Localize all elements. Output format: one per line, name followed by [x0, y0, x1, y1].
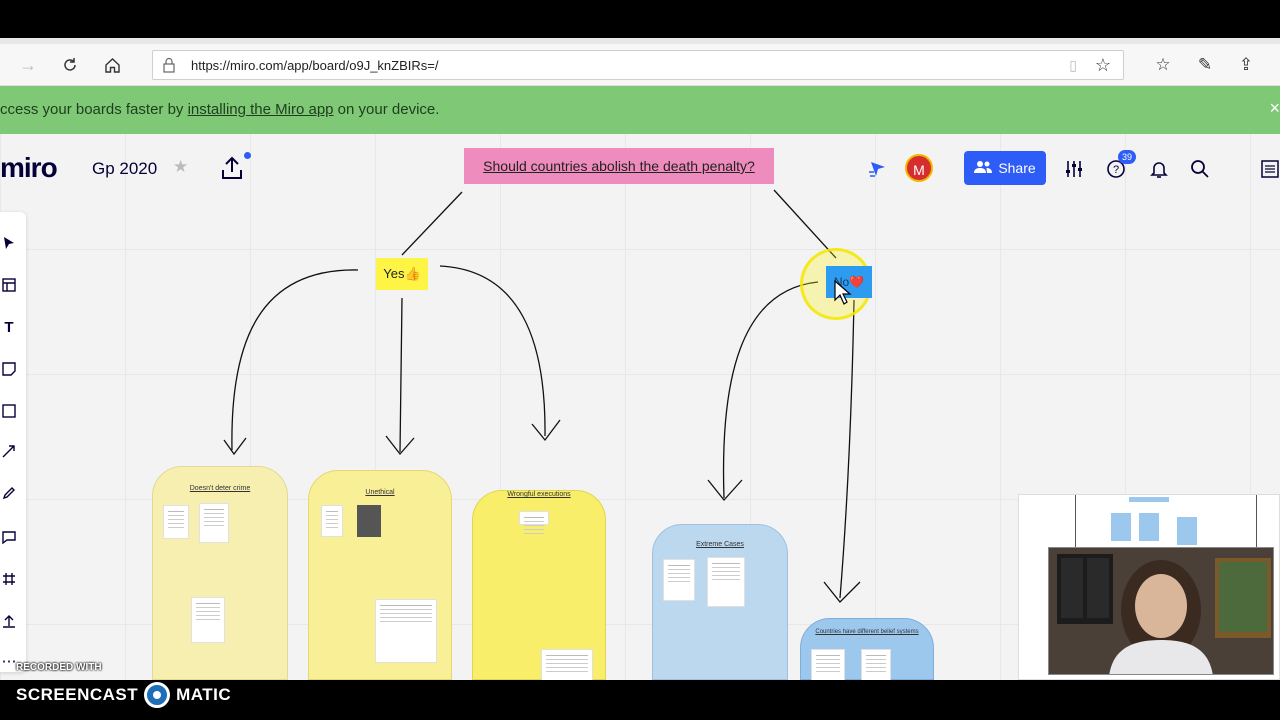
category-doesnt-deter-crime[interactable]: Doesn't deter crime — [152, 466, 288, 680]
notifications-count-badge: 39 — [1118, 150, 1136, 164]
banner-text-before: ccess your boards faster by — [0, 101, 188, 118]
question-sticky-note[interactable]: Should countries abolish the death penal… — [464, 148, 774, 184]
yes-sticky-note[interactable]: Yes👍 — [376, 258, 428, 290]
recorder-bar — [0, 680, 1280, 720]
category-title: Unethical — [365, 489, 395, 496]
select-cursor-icon[interactable] — [0, 234, 18, 252]
pen-tool-icon[interactable] — [0, 484, 18, 502]
document-thumbnail[interactable] — [321, 505, 343, 537]
document-thumbnail[interactable] — [541, 649, 593, 681]
category-wrongful-executions[interactable]: Wrongful executions — [472, 490, 606, 681]
search-icon[interactable] — [1188, 157, 1212, 181]
document-thumbnail[interactable] — [163, 505, 189, 539]
category-title: Doesn't deter crime — [189, 485, 251, 492]
logo-text-right: MATIC — [176, 685, 232, 704]
reading-view-icon[interactable]: ▯ — [1069, 57, 1077, 73]
avatar[interactable]: M — [905, 154, 933, 182]
text-tool-icon[interactable]: T — [4, 318, 14, 336]
browser-toolbar: → https://miro.com/app/board/o9J_knZBIRs… — [0, 44, 1280, 86]
recorded-with-label: RECORDED WITH — [16, 662, 102, 673]
refresh-icon[interactable] — [58, 53, 82, 77]
share-page-icon[interactable]: ⇪ — [1238, 55, 1254, 74]
favorites-icon[interactable]: ☆ — [1155, 55, 1171, 74]
left-toolbar: T ⋯ — [0, 212, 26, 672]
board-menu-icon[interactable] — [1258, 157, 1280, 181]
category-unethical[interactable]: Unethical — [308, 470, 452, 680]
tab-strip — [0, 38, 1280, 44]
category-title: Wrongful executions — [507, 491, 571, 498]
document-thumbnail[interactable] — [707, 557, 745, 607]
document-thumbnail[interactable] — [519, 511, 549, 525]
upload-icon[interactable] — [0, 612, 18, 630]
category-different-belief-systems[interactable]: Countries have different belief systems — [800, 618, 934, 681]
category-title: Extreme Cases — [696, 541, 744, 548]
address-bar[interactable]: https://miro.com/app/board/o9J_knZBIRs=/… — [152, 50, 1124, 80]
logo-text-left: SCREENCAST — [16, 685, 139, 704]
webcam-overlay — [1048, 547, 1274, 675]
minimap-viewport[interactable] — [1075, 495, 1257, 551]
minimap-item — [1129, 497, 1169, 502]
os-title-bar — [0, 0, 1280, 38]
mouse-cursor-icon — [834, 280, 852, 305]
frame-icon[interactable] — [0, 570, 18, 588]
screencast-o-matic-logo: SCREENCAST MATIC — [16, 682, 231, 708]
pen-icon[interactable]: ✎ — [1197, 55, 1213, 74]
category-title: Countries have different belief systems — [815, 629, 919, 635]
forward-icon[interactable]: → — [19, 54, 37, 75]
home-icon[interactable] — [100, 53, 124, 77]
templates-icon[interactable] — [0, 276, 18, 294]
users-icon — [974, 160, 993, 177]
document-thumbnail[interactable] — [861, 649, 891, 681]
share-button[interactable]: Share — [964, 151, 1046, 185]
favorite-star-icon[interactable]: ☆ — [1094, 55, 1111, 75]
record-icon — [144, 682, 171, 708]
lock-icon — [163, 57, 177, 73]
svg-text:?: ? — [1113, 164, 1119, 176]
board-name[interactable]: Gp 2020 — [92, 159, 158, 178]
help-icon[interactable]: ? — [1104, 157, 1128, 181]
category-extreme-cases[interactable]: Extreme Cases — [652, 524, 788, 680]
sticky-note-icon[interactable] — [0, 360, 18, 378]
star-icon[interactable]: ★ — [173, 157, 189, 176]
follow-cursor-icon[interactable] — [866, 157, 890, 181]
image-thumbnail[interactable] — [357, 505, 381, 537]
shape-tool-icon[interactable] — [0, 402, 18, 420]
document-thumbnail[interactable] — [375, 599, 437, 663]
document-thumbnail[interactable] — [191, 597, 225, 643]
webcam-person-image — [1049, 548, 1273, 674]
settings-sliders-icon[interactable] — [1062, 157, 1086, 181]
minimap-item — [1139, 513, 1159, 541]
document-thumbnail[interactable] — [199, 503, 229, 543]
install-app-link[interactable]: installing the Miro app — [187, 101, 334, 118]
share-label: Share — [998, 160, 1036, 176]
banner-text: ccess your boards faster by installing t… — [0, 101, 439, 118]
document-thumbnail[interactable] — [663, 559, 695, 601]
url-text[interactable]: https://miro.com/app/board/o9J_knZBIRs=/ — [191, 58, 439, 73]
bell-icon[interactable] — [1147, 157, 1171, 181]
notification-dot — [244, 152, 251, 159]
install-app-banner: ccess your boards faster by installing t… — [0, 86, 1280, 134]
comment-icon[interactable] — [0, 528, 18, 546]
banner-text-after: on your device. — [333, 101, 440, 118]
document-thumbnail[interactable] — [811, 649, 845, 681]
connection-line-icon[interactable] — [0, 442, 18, 460]
miro-logo[interactable]: miro — [0, 152, 58, 183]
minimap-item — [1111, 513, 1131, 541]
minimap-item — [1177, 517, 1197, 545]
close-icon[interactable]: × — [1269, 98, 1280, 118]
more-tools-icon[interactable]: ⋯ — [1, 653, 17, 670]
export-icon[interactable] — [218, 154, 246, 182]
